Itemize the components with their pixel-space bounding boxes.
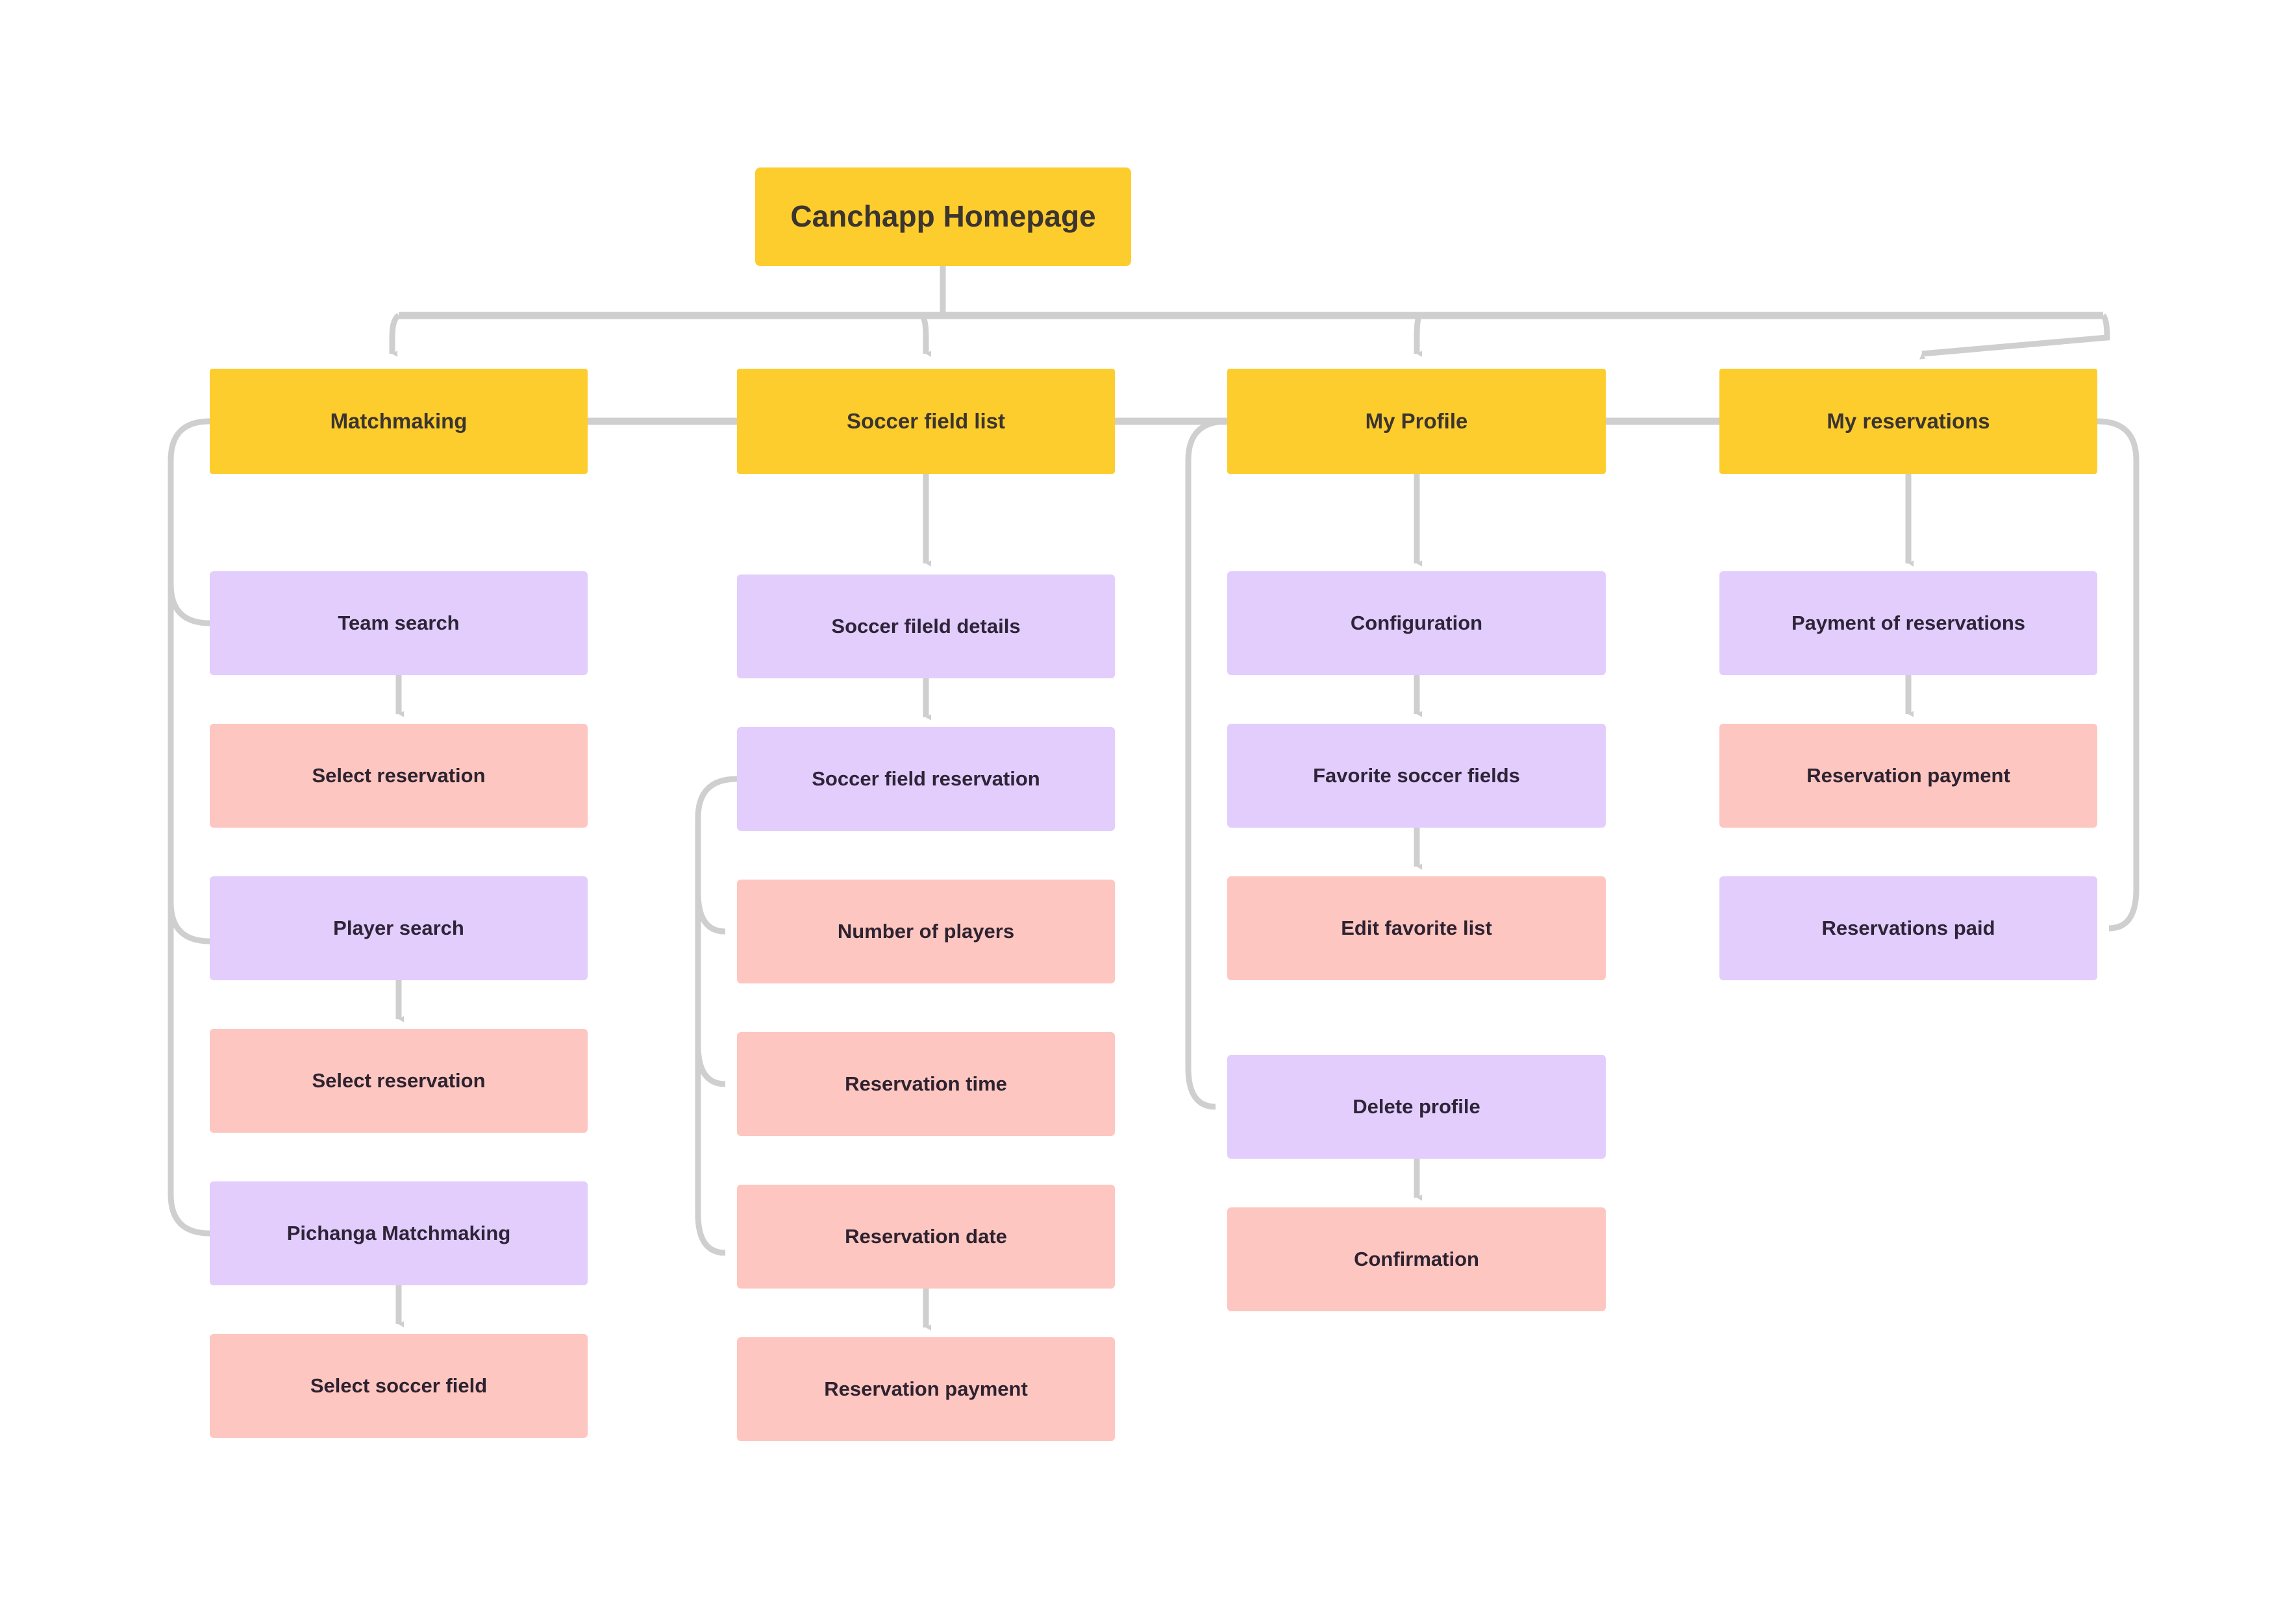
- node-label: Payment of reservations: [1791, 611, 2026, 635]
- node-label: Reservation time: [845, 1072, 1007, 1096]
- node-section-my-reservations[interactable]: My reservations: [1719, 369, 2097, 474]
- node-player-search[interactable]: Player search: [210, 876, 588, 980]
- node-label: Soccer field list: [847, 409, 1005, 434]
- node-confirmation[interactable]: Confirmation: [1227, 1207, 1606, 1311]
- node-label: Reservation date: [845, 1225, 1007, 1248]
- wire-matchmaking-to-team-search: [168, 584, 210, 626]
- wire-bus-to-my-reservations: [1919, 313, 2110, 360]
- node-configuration[interactable]: Configuration: [1227, 571, 1606, 675]
- node-label: Pichanga Matchmaking: [286, 1222, 511, 1245]
- node-select-soccer-field[interactable]: Select soccer field: [210, 1334, 588, 1438]
- node-section-my-profile[interactable]: My Profile: [1227, 369, 1606, 474]
- node-reservations-paid[interactable]: Reservations paid: [1719, 876, 2097, 980]
- node-section-matchmaking[interactable]: Matchmaking: [210, 369, 588, 474]
- wire-bus-to-matchmaking: [389, 313, 401, 357]
- node-label: Favorite soccer fields: [1313, 764, 1520, 787]
- node-label: Reservations paid: [1821, 917, 1995, 940]
- node-section-soccer-field-list[interactable]: Soccer field list: [737, 369, 1115, 474]
- node-soccer-field-details[interactable]: Soccer fileld details: [737, 574, 1115, 678]
- wire-matchmaking-to-player-search: [168, 902, 210, 944]
- node-label: Select reservation: [312, 1069, 486, 1092]
- node-label: Reservation payment: [824, 1377, 1028, 1401]
- node-delete-profile[interactable]: Delete profile: [1227, 1055, 1606, 1159]
- node-edit-favorite-list[interactable]: Edit favorite list: [1227, 876, 1606, 980]
- node-label: Number of players: [837, 920, 1015, 943]
- node-label: Configuration: [1350, 611, 1483, 635]
- node-label: Canchapp Homepage: [790, 199, 1096, 234]
- node-label: Soccer fileld details: [831, 615, 1021, 638]
- wire-matchmaking-spine: [168, 418, 210, 1237]
- node-payment-of-reservations[interactable]: Payment of reservations: [1719, 571, 2097, 675]
- node-reservation-payment[interactable]: Reservation payment: [1719, 724, 2097, 828]
- node-label: Matchmaking: [330, 409, 468, 434]
- node-number-of-players[interactable]: Number of players: [737, 880, 1115, 983]
- wire-spine-to-reservation-time: [695, 1044, 726, 1087]
- wire-bus-to-soccer-field-list: [919, 313, 932, 357]
- node-label: Select reservation: [312, 764, 486, 787]
- wire-my-reservations-to-reservations-paid: [2097, 418, 2140, 932]
- node-label: Team search: [338, 611, 460, 635]
- node-label: Soccer field reservation: [812, 767, 1040, 791]
- node-reservation-time[interactable]: Reservation time: [737, 1032, 1115, 1136]
- node-select-reservation-1[interactable]: Select reservation: [210, 724, 588, 828]
- wire-soccer-reservation-spine: [695, 776, 738, 1256]
- node-label: Delete profile: [1353, 1095, 1480, 1118]
- node-label: Select soccer field: [310, 1374, 488, 1398]
- node-canchapp-homepage[interactable]: Canchapp Homepage: [755, 167, 1131, 266]
- node-reservation-payment-field[interactable]: Reservation payment: [737, 1337, 1115, 1441]
- node-soccer-field-reservation[interactable]: Soccer field reservation: [737, 727, 1115, 831]
- node-select-reservation-2[interactable]: Select reservation: [210, 1029, 588, 1133]
- node-label: Confirmation: [1354, 1248, 1479, 1271]
- node-label: My reservations: [1827, 409, 1990, 434]
- node-pichanga-matchmaking[interactable]: Pichanga Matchmaking: [210, 1181, 588, 1285]
- node-team-search[interactable]: Team search: [210, 571, 588, 675]
- node-label: Reservation payment: [1806, 764, 2010, 787]
- wire-my-profile-spine-to-delete: [1185, 418, 1228, 1110]
- node-favorite-soccer-fields[interactable]: Favorite soccer fields: [1227, 724, 1606, 828]
- wire-spine-to-number-of-players: [695, 892, 726, 935]
- node-label: Edit favorite list: [1341, 917, 1492, 940]
- node-label: My Profile: [1365, 409, 1468, 434]
- node-reservation-date[interactable]: Reservation date: [737, 1185, 1115, 1289]
- wire-bus-to-my-profile: [1414, 314, 1423, 357]
- node-label: Player search: [333, 917, 464, 940]
